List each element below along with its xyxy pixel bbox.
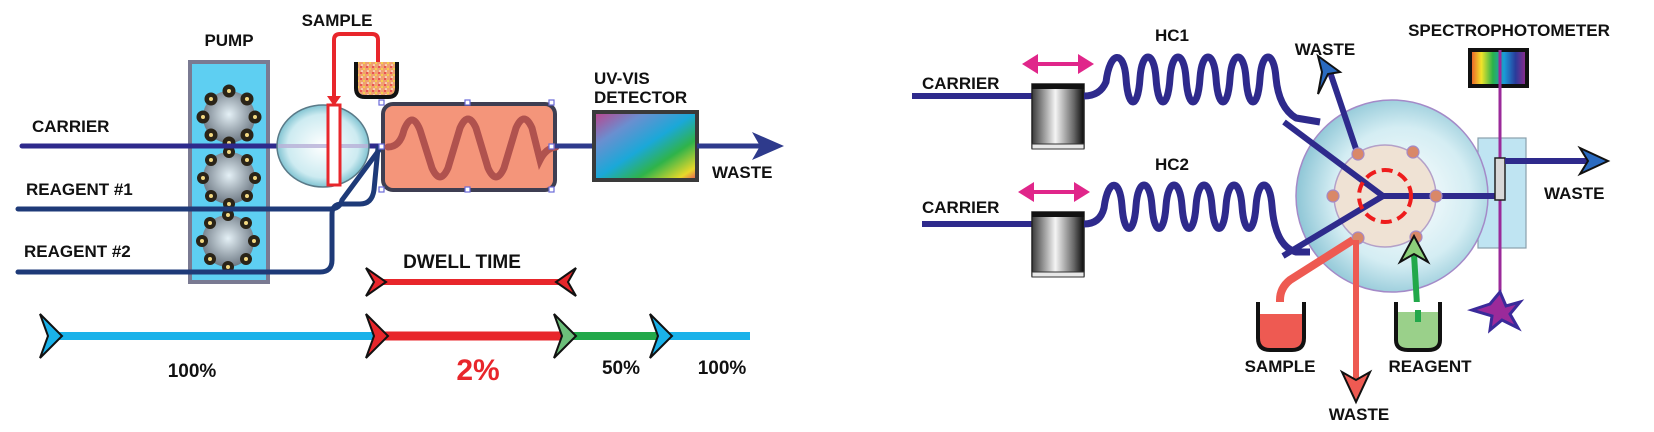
waste-bottom-arrow-icon xyxy=(1339,369,1373,405)
holding-coil-2 xyxy=(1083,181,1310,256)
sample-cup xyxy=(354,62,399,99)
sample-label: SAMPLE xyxy=(302,11,373,30)
sia-sample-label: SAMPLE xyxy=(1245,357,1316,376)
carrier2-label: CARRIER xyxy=(922,198,999,217)
pump-roller-1 xyxy=(196,84,262,150)
syringe-pump-1 xyxy=(1031,83,1085,150)
light-source-star-icon xyxy=(1467,289,1525,334)
coil-path xyxy=(384,115,560,181)
dwell-time-label: DWELL TIME xyxy=(403,252,521,273)
reagent-arrow-icon xyxy=(1397,233,1431,265)
valve-channels xyxy=(1281,71,1497,259)
pump-label: PUMP xyxy=(204,31,253,50)
waste-right-arrow-icon xyxy=(1577,145,1611,177)
waste-top-label: WASTE xyxy=(1295,40,1355,59)
uv-vis-detector xyxy=(592,110,699,182)
reagent-cup xyxy=(1394,302,1442,352)
dwell-start-arrow-icon xyxy=(365,267,388,297)
bidirectional-arrow-2-icon xyxy=(1018,182,1090,202)
timeline-label-3: 50% xyxy=(602,358,640,379)
timeline-marker-icon xyxy=(553,313,578,359)
reagent2-label: REAGENT #2 xyxy=(24,242,131,261)
detector-label-2: DETECTOR xyxy=(594,88,687,107)
fia-diagram: PUMP xyxy=(15,11,784,387)
detector-label-1: UV-VIS xyxy=(594,69,650,88)
sample-loop xyxy=(326,103,342,187)
waste-arrow-icon xyxy=(752,132,784,160)
pump-roller-3 xyxy=(196,209,260,273)
timeline-label-2: 2% xyxy=(456,354,499,387)
timeline-label-4: 100% xyxy=(698,358,747,379)
holding-coil-1 xyxy=(1083,53,1321,126)
sample-line xyxy=(1276,236,1356,318)
timeline-marker-icon xyxy=(39,313,64,359)
waste-right-label: WASTE xyxy=(1544,184,1604,203)
concentration-timeline xyxy=(39,313,750,359)
timeline-marker-icon xyxy=(365,313,390,359)
dwell-end-arrow-icon xyxy=(554,267,577,297)
fia-waste-label: WASTE xyxy=(712,163,772,182)
selector-indicator xyxy=(1357,168,1413,224)
hc2-label: HC2 xyxy=(1155,155,1189,174)
sample-tube xyxy=(332,32,380,102)
timeline-label-1: 100% xyxy=(168,361,217,382)
flow-cell xyxy=(1494,157,1506,201)
pump-roller-2 xyxy=(197,146,261,210)
carrier1-label: CARRIER xyxy=(922,74,999,93)
waste-top-arrow-icon xyxy=(1316,53,1343,95)
hc1-label: HC1 xyxy=(1155,26,1189,45)
syringe-pump-2 xyxy=(1031,211,1085,278)
bidirectional-arrow-1-icon xyxy=(1022,54,1094,74)
waste-bottom-label: WASTE xyxy=(1329,405,1389,424)
sia-reagent-label: REAGENT xyxy=(1388,357,1472,376)
sia-diagram: CARRIER CARRIER HC1 HC2 xyxy=(912,21,1611,424)
reagent1-label: REAGENT #1 xyxy=(26,180,133,199)
reagent2-line xyxy=(15,145,381,275)
selection-handles xyxy=(378,99,555,193)
timeline-marker-icon xyxy=(649,313,674,359)
carrier-label: CARRIER xyxy=(32,117,109,136)
spectrophotometer-label: SPECTROPHOTOMETER xyxy=(1408,21,1610,40)
